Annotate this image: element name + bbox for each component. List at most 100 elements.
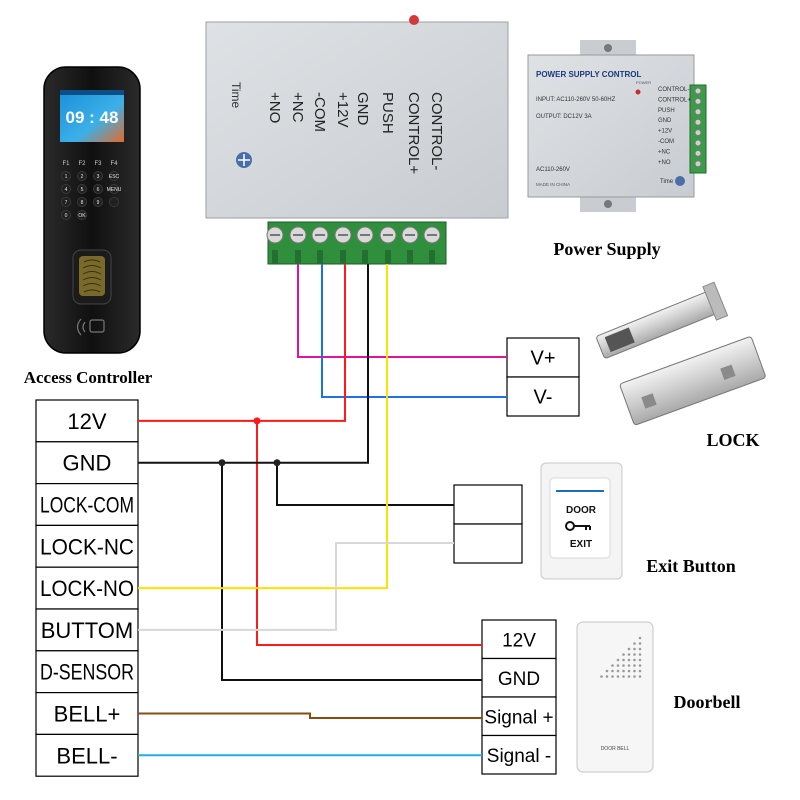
keypad-key	[77, 210, 87, 220]
controller-terminal-label: BELL-	[56, 743, 117, 768]
keypad-key-label: 9	[97, 200, 100, 206]
controller-terminal-cell	[35, 483, 139, 527]
keypad-key-label: MENU	[107, 187, 122, 193]
keypad-key-label: 7	[65, 200, 68, 206]
controller-terminal-cell	[35, 566, 139, 610]
keypad-key	[61, 171, 71, 181]
psu-terminal-label: +NO	[266, 92, 283, 123]
wire-black-exit	[276, 462, 454, 506]
terminal-cell	[453, 484, 523, 525]
terminal-label: GND	[498, 669, 540, 690]
keypad-key-label: 6	[97, 187, 100, 193]
keypad-key-label: 0	[65, 213, 68, 219]
svg-text:POWER: POWER	[636, 80, 651, 85]
controller-terminal-cell	[35, 650, 139, 694]
wire-magenta	[297, 264, 507, 358]
terminal-cell	[481, 734, 557, 775]
keypad-key-label: OK	[78, 213, 86, 219]
exit-button-terminal-table	[453, 484, 523, 564]
svg-text:INPUT: AC110-260V 50-60HZ: INPUT: AC110-260V 50-60HZ	[536, 97, 616, 103]
controller-terminal-label: BELL+	[54, 702, 121, 727]
wire-yellow	[138, 264, 388, 590]
doorbell-caption: Doorbell	[674, 692, 741, 712]
doorbell-image: DOOR BELL	[576, 621, 654, 773]
keypad-key	[93, 197, 103, 207]
exit-button-caption: Exit Button	[646, 556, 736, 576]
svg-text:Time: Time	[660, 179, 674, 185]
psu-terminal-label: PUSH	[379, 92, 396, 134]
wire-brown	[138, 712, 482, 719]
exit-door-text: DOOR	[566, 505, 597, 516]
terminal-label: Signal -	[487, 746, 551, 767]
wire-junction	[218, 459, 226, 467]
product-terminal-label: GND	[658, 118, 672, 124]
keypad-key	[109, 171, 119, 181]
psu-terminal-label: CONTROL+	[405, 92, 422, 174]
lock-caption: LOCK	[706, 430, 759, 450]
keypad-key	[109, 197, 119, 207]
psu-terminal-label: +12V	[334, 92, 351, 127]
keypad-key-label: 4	[65, 187, 68, 193]
rfid-icon	[76, 318, 105, 336]
wire-black-bell	[221, 462, 482, 681]
keypad-key	[93, 171, 103, 181]
controller-screen	[60, 90, 124, 142]
controller-terminal-label: BUTTOM	[41, 618, 133, 643]
wire-red-bell	[256, 420, 482, 646]
keypad-key	[77, 197, 87, 207]
keypad-key-label: ESC	[109, 174, 120, 180]
power-supply-product: POWER SUPPLY CONTROL INPUT: AC110-260V 5…	[527, 40, 707, 212]
wire-blue	[321, 264, 507, 398]
product-terminal-label: +12V	[658, 129, 672, 135]
power-led	[409, 15, 419, 25]
time-label: Time	[229, 82, 243, 109]
terminal-label: 12V	[502, 630, 536, 651]
function-key: F2	[78, 161, 86, 167]
wire-junction	[273, 459, 281, 467]
controller-clock: 09 : 48	[66, 108, 119, 127]
keypad-key-label: 8	[81, 200, 84, 206]
keypad-key	[109, 184, 119, 194]
controller-terminal-label: LOCK-COM	[40, 493, 134, 518]
wire-black	[138, 264, 369, 464]
wire-white	[138, 542, 454, 631]
access-controller-caption: Access Controller	[24, 368, 153, 387]
product-terminal-label: CONTROL+	[658, 97, 691, 103]
terminal-cell	[506, 376, 580, 417]
controller-terminal-label: 12V	[67, 409, 106, 434]
controller-terminal-cell	[35, 524, 139, 568]
terminal-cell	[453, 523, 523, 564]
svg-text:OUTPUT: DC12V 3A: OUTPUT: DC12V 3A	[536, 114, 592, 120]
controller-terminal-label: LOCK-NC	[40, 534, 134, 559]
controller-terminal-label: LOCK-NO	[40, 576, 134, 601]
keypad-key	[61, 210, 71, 220]
wire-red	[138, 264, 346, 422]
keypad-key	[93, 184, 103, 194]
controller-terminal-table: 12VGNDLOCK-COMLOCK-NCLOCK-NOBUTTOMD-SENS…	[35, 399, 139, 777]
controller-terminal-cell	[35, 733, 139, 777]
key-icon	[565, 521, 591, 531]
terminal-label: V-	[534, 387, 553, 409]
function-key: F1	[62, 161, 70, 167]
terminal-cell	[481, 696, 557, 737]
product-terminal-label: -COM	[658, 139, 674, 145]
magnetic-lock-image	[596, 281, 766, 426]
psu-terminal-label: -COM	[311, 92, 328, 132]
keypad-key-label: 1	[65, 174, 68, 180]
terminal-label: V+	[530, 348, 555, 370]
psu-terminal-label: +NC	[289, 92, 306, 123]
speaker-grille	[600, 636, 642, 678]
product-title: POWER SUPPLY CONTROL	[536, 70, 641, 79]
terminal-label: Signal +	[484, 707, 553, 728]
terminal-cell	[506, 337, 580, 378]
function-key: F4	[110, 161, 118, 167]
product-terminal-label: +NC	[658, 149, 671, 155]
lock-terminal-table: V+ V-	[506, 337, 580, 417]
psu-terminal-label: CONTROL-	[428, 92, 445, 170]
exit-button-image: DOOR EXIT	[540, 462, 623, 580]
keypad-key	[77, 171, 87, 181]
